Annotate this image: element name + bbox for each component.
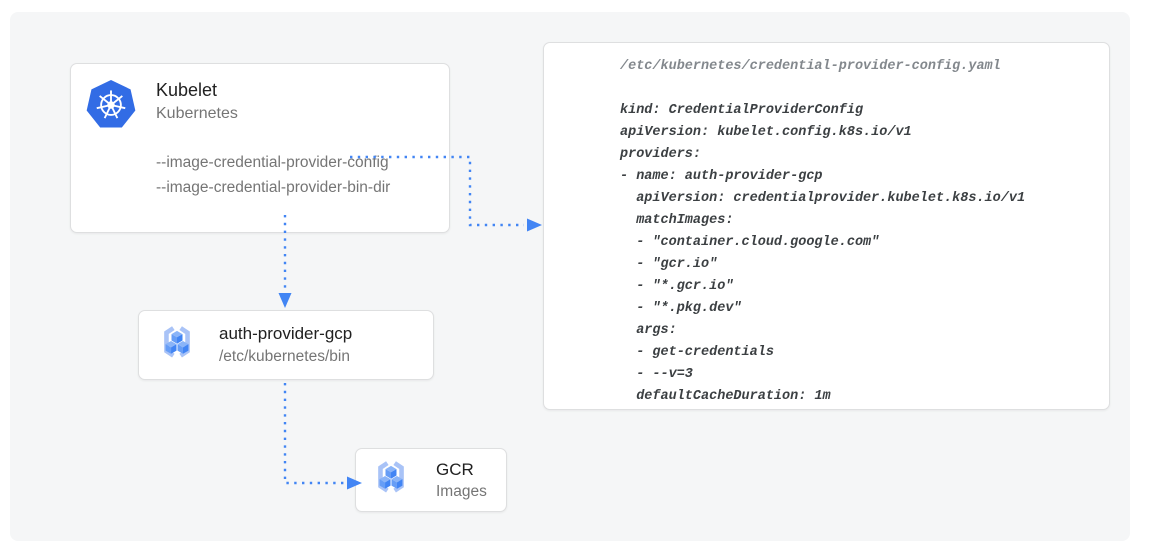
auth-provider-path: /etc/kubernetes/bin (219, 348, 350, 365)
config-filename: /etc/kubernetes/credential-provider-conf… (620, 59, 1001, 74)
auth-provider-title: auth-provider-gcp (219, 324, 353, 343)
code-line: providers: (620, 147, 702, 162)
code-line: - name: auth-provider-gcp (620, 169, 823, 184)
code-line: - "container.cloud.google.com" (620, 235, 880, 250)
code-line: matchImages: (620, 213, 734, 228)
code-line: - get-credentials (620, 345, 774, 360)
code-line: defaultCacheDuration: 1m (620, 389, 831, 404)
code-line: apiVersion: credentialprovider.kubelet.k… (620, 191, 1026, 206)
code-line: apiVersion: kubelet.config.k8s.io/v1 (620, 125, 912, 140)
code-line: kind: CredentialProviderConfig (620, 103, 864, 118)
kubelet-title: Kubelet (156, 80, 218, 100)
code-line: - "gcr.io" (620, 257, 718, 272)
code-line: - --v=3 (620, 367, 693, 382)
flag-image-credential-provider-bin-dir: --image-credential-provider-bin-dir (156, 179, 391, 196)
kubelet-flags: --image-credential-provider-config --ima… (156, 150, 390, 200)
container-registry-icon (155, 324, 199, 368)
gcr-title: GCR (436, 460, 474, 479)
container-registry-icon (369, 459, 413, 503)
flag-image-credential-provider-config: --image-credential-provider-config (156, 154, 389, 171)
code-line: - "*.gcr.io" (620, 279, 734, 294)
kubelet-card: Kubelet Kubernetes --image-credential-pr… (70, 63, 450, 233)
config-code: kind: CredentialProviderConfig apiVersio… (620, 100, 1091, 408)
config-file-card: /etc/kubernetes/credential-provider-conf… (543, 42, 1110, 410)
gcr-card: GCR Images (355, 448, 507, 512)
auth-provider-card: auth-provider-gcp /etc/kubernetes/bin (138, 310, 434, 380)
code-line: - "*.pkg.dev" (620, 301, 742, 316)
code-line: args: (620, 323, 677, 338)
kubernetes-icon (85, 79, 137, 131)
gcr-subtitle: Images (436, 483, 487, 500)
kubelet-subtitle: Kubernetes (156, 105, 238, 122)
